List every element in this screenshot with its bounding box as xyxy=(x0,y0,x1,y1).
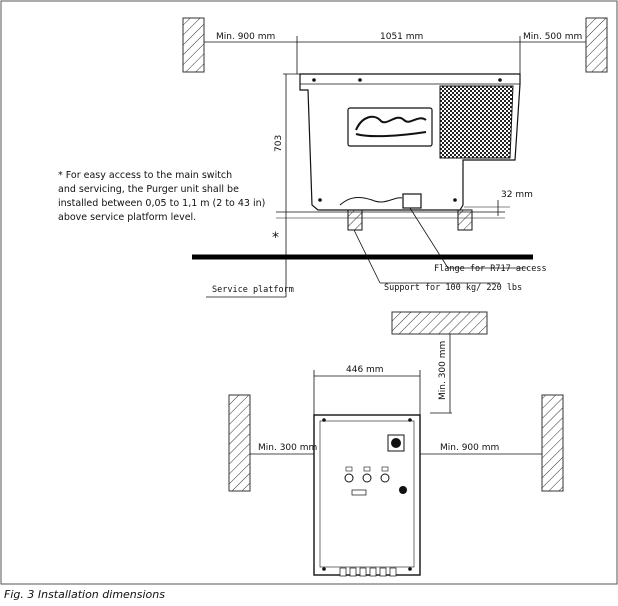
brand-logo-frame xyxy=(347,107,433,147)
callout-support: Support for 100 kg/ 220 lbs xyxy=(384,283,522,293)
callout-flange: Flange for R717 access xyxy=(434,264,547,274)
note-line-4: above service platform level. xyxy=(58,212,196,223)
asterisk-marker: * xyxy=(272,230,279,246)
wall-top-front xyxy=(391,311,488,335)
support-right xyxy=(457,209,473,231)
indicator-light-1 xyxy=(344,473,354,483)
push-button xyxy=(399,486,407,494)
note-line-3: installed between 0,05 to 1,1 m (2 to 43… xyxy=(58,198,265,209)
indicator-light-3 xyxy=(380,473,390,483)
diagram-border xyxy=(0,0,618,585)
brand-logo-mark xyxy=(355,115,427,138)
flange-r717 xyxy=(402,193,422,209)
wall-right-top xyxy=(585,17,608,73)
figure-caption: Fig. 3 Installation dimensions xyxy=(4,588,165,601)
wall-left-front xyxy=(228,394,251,492)
note-line-2: and servicing, the Purger unit shall be xyxy=(58,184,239,195)
dim-min-above: Min. 300 mm xyxy=(438,341,448,400)
dim-width-top: 1051 mm xyxy=(380,32,423,42)
dim-min-right-top: Min. 500 mm xyxy=(523,32,582,42)
dim-min-left-front: Min. 300 mm xyxy=(258,443,317,453)
dim-min-left-top: Min. 900 mm xyxy=(216,32,275,42)
dim-width-front: 446 mm xyxy=(346,365,384,375)
wall-left-top xyxy=(182,17,205,73)
note-line-1: * For easy access to the main switch xyxy=(58,170,232,181)
callout-platform: Service platform xyxy=(212,285,294,295)
dim-min-right-front: Min. 900 mm xyxy=(440,443,499,453)
fan-grille xyxy=(439,85,514,159)
dim-flange-gap: 32 mm xyxy=(501,190,533,200)
indicator-light-2 xyxy=(362,473,372,483)
support-left xyxy=(347,209,363,231)
wall-right-front xyxy=(541,394,564,492)
dim-height: 703 xyxy=(274,135,284,152)
